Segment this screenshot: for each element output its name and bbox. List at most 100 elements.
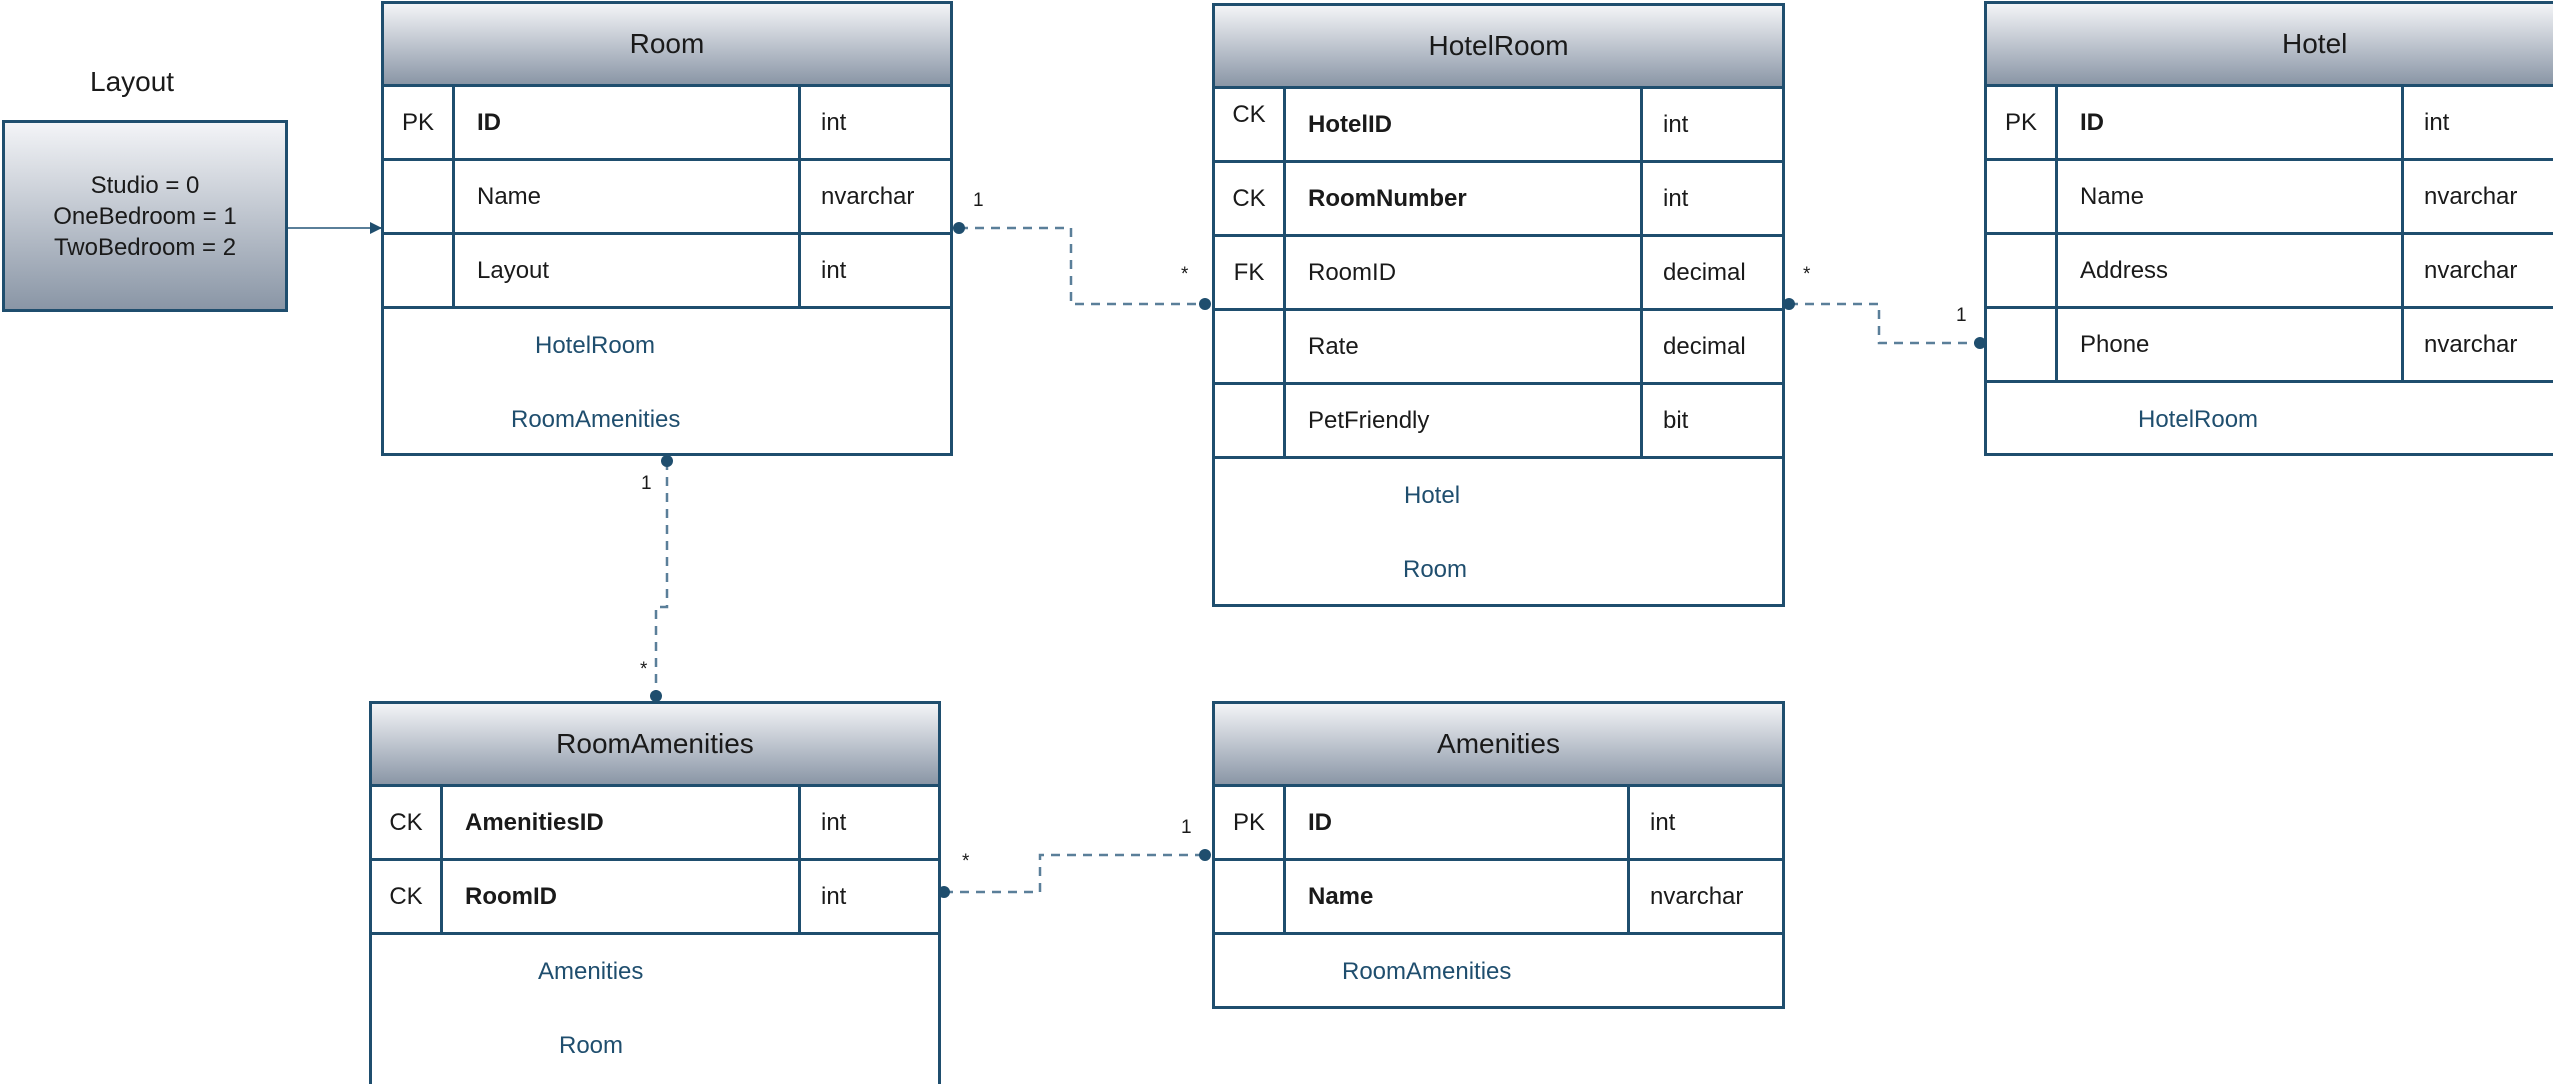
layout-enum-value: TwoBedroom = 2 — [53, 233, 237, 261]
roomamenities-amenities-start-dot — [938, 886, 950, 898]
room-table: Room PK ID int Name nvarchar Layout int … — [381, 1, 953, 456]
multiplicity-room-hotelroom-many: * — [1181, 264, 1189, 285]
key-cell — [384, 161, 455, 232]
column-type-cell: int — [1663, 110, 1689, 138]
navigation-property: RoomAmenities — [511, 406, 681, 433]
navigation-property: RoomAmenities — [1342, 958, 1512, 985]
multiplicity-room-hotelroom-1: 1 — [973, 190, 984, 211]
column-name-cell: ID — [1286, 787, 1630, 858]
key-cell: PK — [1987, 87, 2058, 158]
hotel-table-title: Hotel — [1987, 4, 2553, 87]
column-name-cell: Name — [2058, 161, 2404, 232]
room-hotelroom-end-dot — [953, 222, 965, 234]
table-row: Rate decimal — [1215, 311, 1782, 385]
column-name-cell: Layout — [455, 235, 801, 306]
column-type-cell: int — [1663, 184, 1689, 212]
column-type-cell: decimal — [1663, 332, 1746, 360]
table-row: Name nvarchar — [1987, 161, 2553, 235]
key-cell: FK — [1215, 237, 1286, 308]
roomamenities-amenities-end-dot — [1199, 849, 1211, 861]
table-row: Address nvarchar — [1987, 235, 2553, 309]
column-name-cell: Name — [455, 161, 801, 232]
column-type-cell: int — [2424, 108, 2450, 136]
column-name-cell: Rate — [1286, 311, 1643, 382]
navigation-property: Hotel — [1404, 482, 1461, 509]
navigation-property: HotelRoom — [535, 332, 656, 359]
column-name-cell: ID — [2058, 87, 2404, 158]
hotelroom-table: HotelRoom CK HotelID int CK RoomNumber i… — [1212, 3, 1785, 607]
key-cell: CK — [372, 861, 443, 932]
key-cell — [1987, 235, 2058, 306]
room-hotelroom-connector — [959, 226, 1205, 306]
roomamenities-amenities-connector — [944, 853, 1205, 894]
navigation-property: Amenities — [538, 958, 644, 985]
hotelroom-table-title: HotelRoom — [1215, 6, 1782, 89]
column-type-cell: nvarchar — [2424, 182, 2518, 210]
table-row: PK ID int — [384, 87, 950, 161]
column-type-cell: int — [821, 256, 847, 284]
column-name-cell: HotelID — [1286, 89, 1643, 160]
column-name-cell: Phone — [2058, 309, 2404, 380]
column-name-cell: RoomID — [443, 861, 801, 932]
room-roomamenities-end-dot — [650, 690, 662, 702]
column-name-cell: Address — [2058, 235, 2404, 306]
column-name-cell: Name — [1286, 861, 1630, 932]
column-name-cell: RoomNumber — [1286, 163, 1643, 234]
key-cell: CK — [372, 787, 443, 858]
column-type-cell: bit — [1663, 406, 1689, 434]
navigation-property: HotelRoom — [2138, 406, 2259, 433]
key-cell: PK — [1215, 787, 1286, 858]
column-type-cell: int — [821, 108, 847, 136]
hotelroom-hotel-start-dot — [1783, 298, 1795, 310]
table-row: Layout int — [384, 235, 950, 309]
column-name-cell: AmenitiesID — [443, 787, 801, 858]
room-roomamenities-start-dot — [661, 455, 673, 467]
table-row: Name nvarchar — [384, 161, 950, 235]
multiplicity-roomamenities-amenities-many: * — [962, 851, 970, 872]
key-cell: CK — [1215, 163, 1286, 234]
table-row: PK ID int — [1987, 87, 2553, 161]
key-cell — [1215, 311, 1286, 382]
navigation-property: Room — [559, 1032, 624, 1059]
layout-enum-value: Studio = 0 — [90, 171, 200, 199]
key-cell — [1215, 861, 1286, 932]
amenities-table: Amenities PK ID int Name nvarchar RoomAm… — [1212, 701, 1785, 1009]
column-type-cell: int — [821, 808, 847, 836]
roomamenities-table: RoomAmenities CK AmenitiesID int CK Room… — [369, 701, 941, 1084]
column-type-cell: decimal — [1663, 258, 1746, 286]
key-cell — [1987, 161, 2058, 232]
table-row: Phone nvarchar — [1987, 309, 2553, 383]
column-name-cell: PetFriendly — [1286, 385, 1643, 456]
table-row: Name nvarchar — [1215, 861, 1782, 935]
multiplicity-hotelroom-hotel-1: 1 — [1956, 305, 1967, 326]
key-cell — [1215, 385, 1286, 456]
navigation-property: Room — [1403, 556, 1468, 583]
column-type-cell: nvarchar — [1650, 882, 1744, 910]
room-hotelroom-start-dot — [1199, 298, 1211, 310]
room-roomamenities-connector — [654, 461, 669, 696]
hotelroom-hotel-connector — [1789, 302, 1980, 345]
key-cell: PK — [384, 87, 455, 158]
multiplicity-room-roomamenities-many: * — [640, 659, 648, 680]
column-name-cell: RoomID — [1286, 237, 1643, 308]
column-type-cell: int — [1650, 808, 1676, 836]
multiplicity-room-roomamenities-1: 1 — [641, 473, 652, 494]
column-name-cell: ID — [455, 87, 801, 158]
column-type-cell: int — [821, 882, 847, 910]
multiplicity-roomamenities-amenities-1: 1 — [1181, 817, 1192, 838]
roomamenities-table-title: RoomAmenities — [372, 704, 938, 787]
table-row: FK RoomID decimal — [1215, 237, 1782, 311]
column-type-cell: nvarchar — [2424, 256, 2518, 284]
hotelroom-hotel-end-dot — [1974, 337, 1986, 349]
table-row: CK RoomNumber int — [1215, 163, 1782, 237]
hotel-table: Hotel PK ID int Name nvarchar Address nv… — [1984, 1, 2553, 456]
multiplicity-hotelroom-hotel-many: * — [1803, 264, 1811, 285]
table-row: CK HotelID int — [1215, 89, 1782, 163]
table-row: CK RoomID int — [372, 861, 938, 935]
room-table-title: Room — [384, 4, 950, 87]
key-cell — [384, 235, 455, 306]
table-row: CK AmenitiesID int — [372, 787, 938, 861]
layout-enum-box: Studio = 0 OneBedroom = 1 TwoBedroom = 2 — [2, 120, 288, 312]
